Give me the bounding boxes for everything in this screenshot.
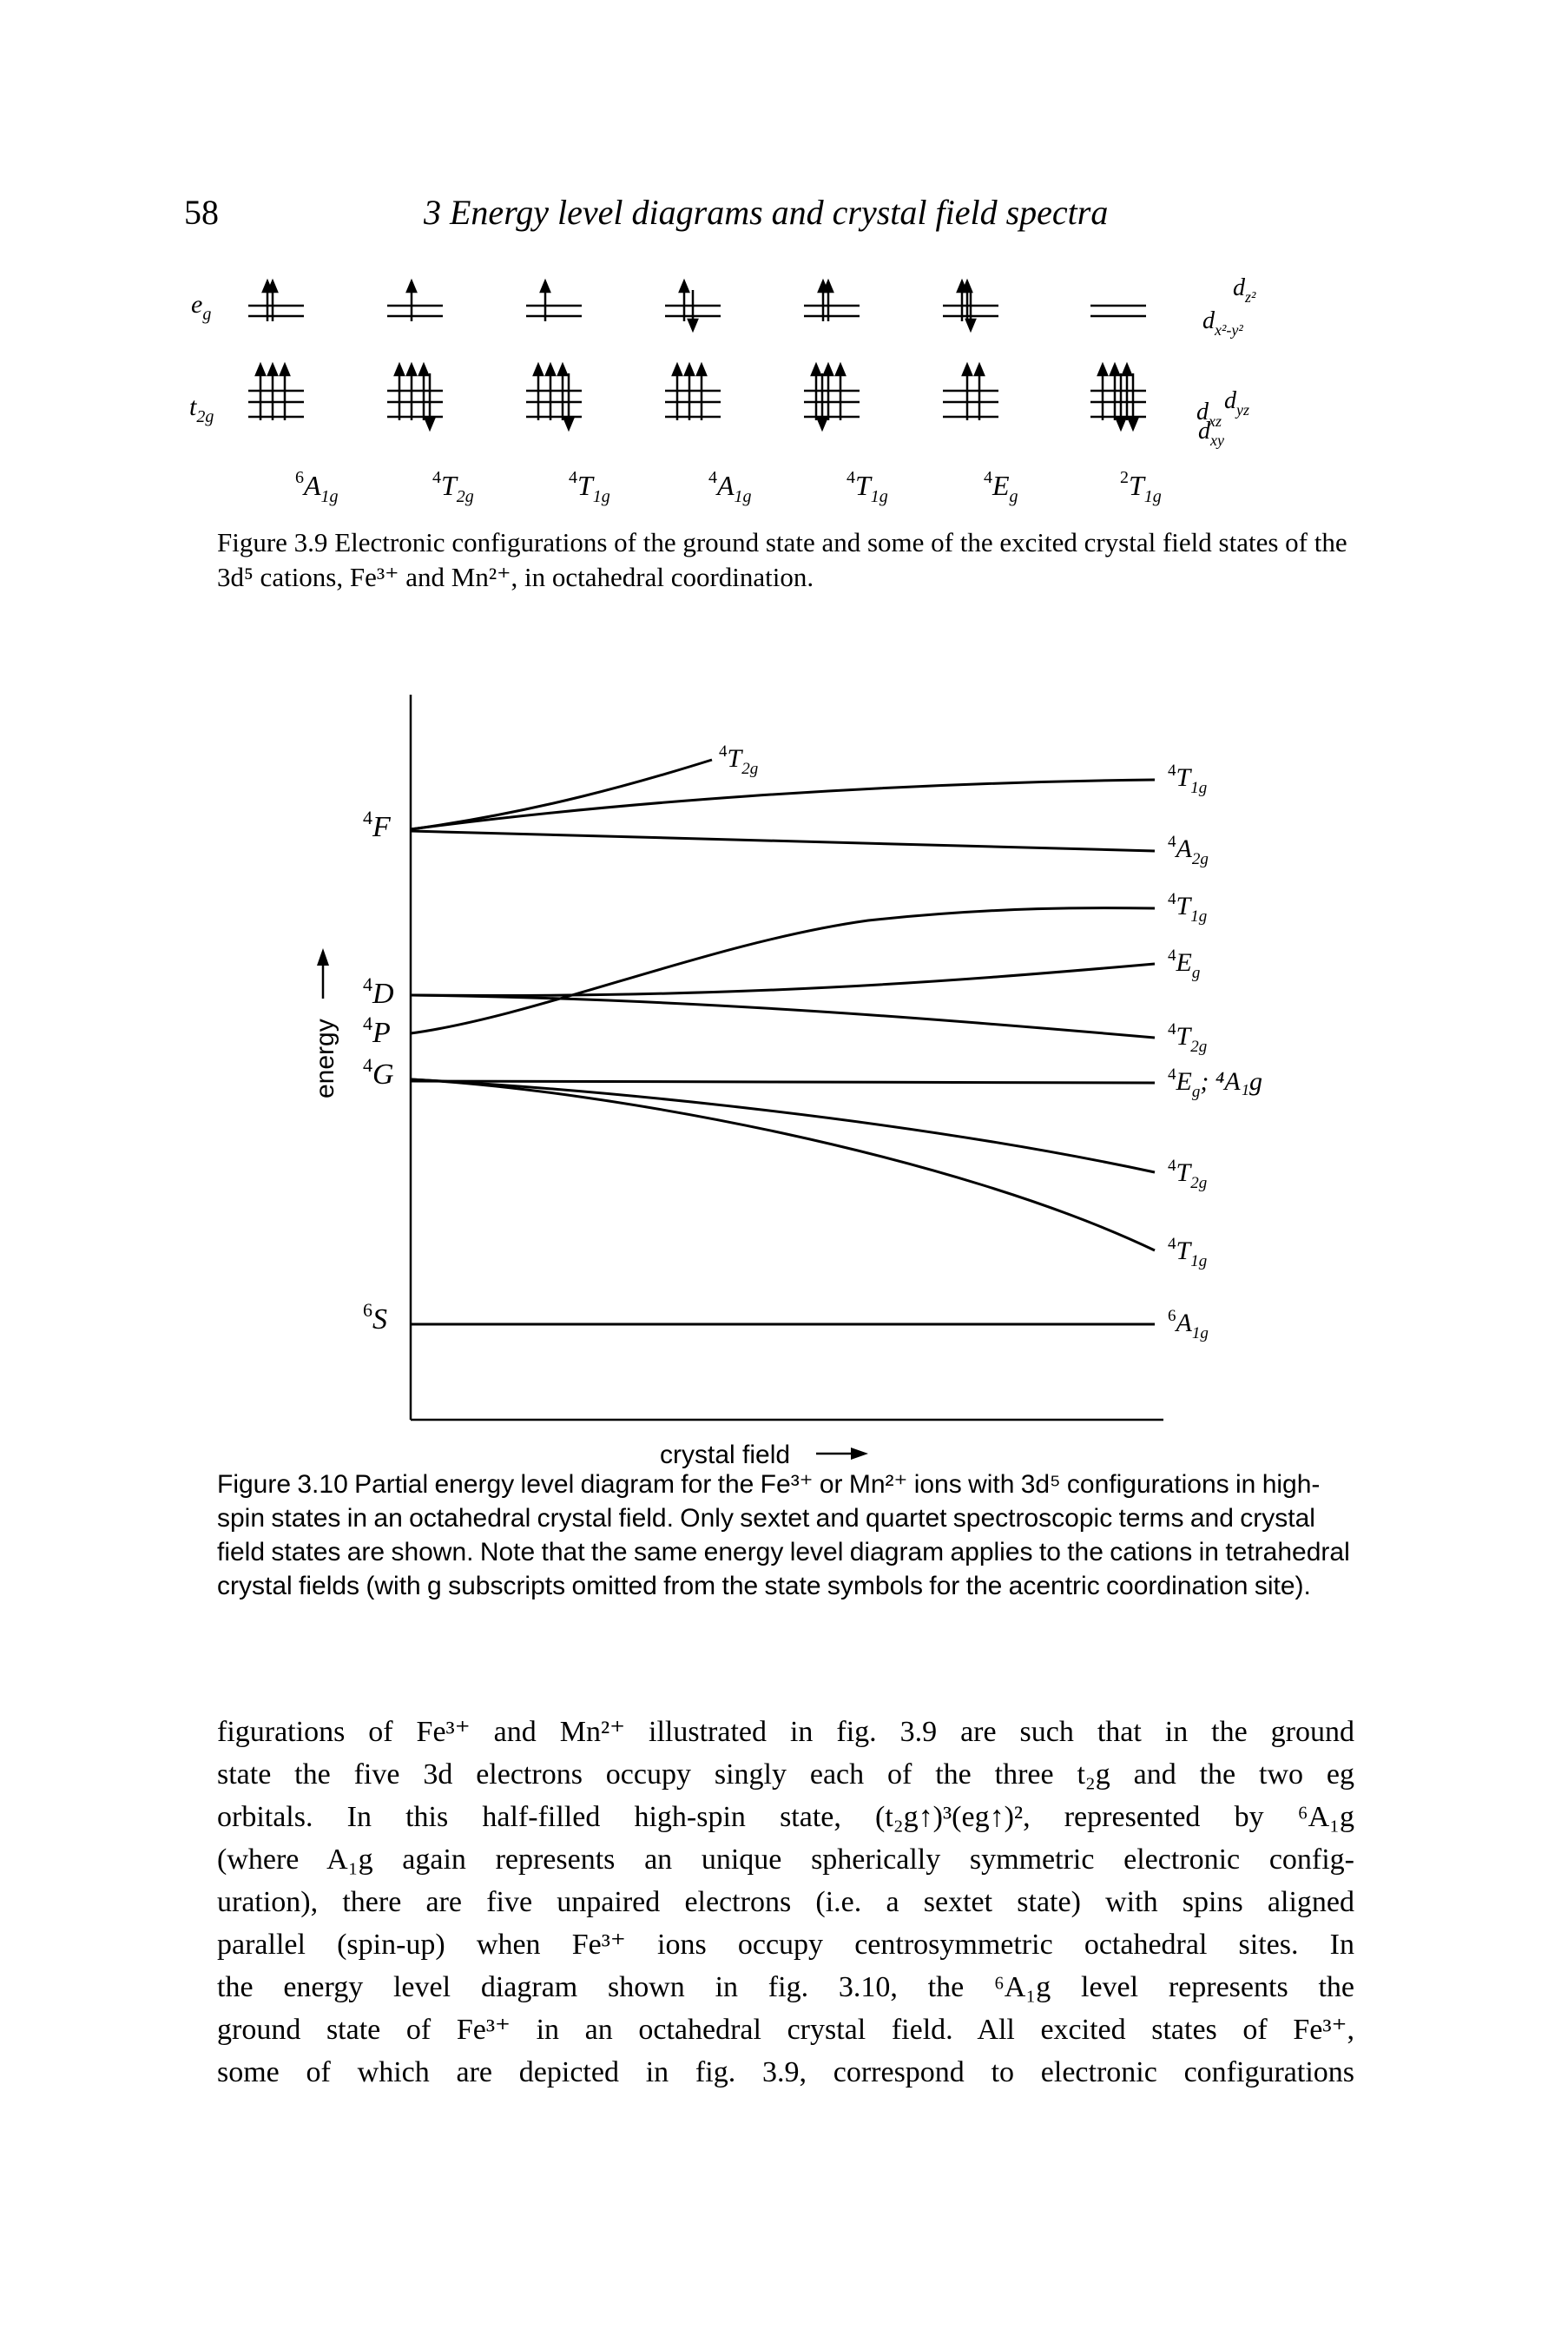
state-label: 4Eg <box>984 468 1018 506</box>
level-4T1g-F <box>410 778 1156 831</box>
electron-arrow-head <box>973 361 985 377</box>
figure-3-10-caption: Figure 3.10 Partial energy level diagram… <box>217 1468 1354 1603</box>
electron-arrow-head <box>1127 417 1139 432</box>
electron-arrow-head <box>965 318 977 333</box>
electron-arrow-head <box>822 278 834 294</box>
electron-arrow-head <box>563 417 575 432</box>
body-line: state the five 3d electrons occupy singl… <box>217 1758 1354 1791</box>
level-4T2g-G <box>410 1078 1156 1174</box>
body-line: uration), there are five unpaired electr… <box>217 1886 1354 1918</box>
level-4Eg-D <box>410 962 1156 998</box>
running-title: 3 Energy level diagrams and crystal fiel… <box>424 193 1109 232</box>
free-ion-term-label: 4F <box>363 807 392 843</box>
crystal-field-state-label: 4T2g <box>719 742 758 778</box>
state-label: 4A1g <box>708 468 752 506</box>
electron-arrow-head <box>834 361 847 377</box>
electron-arrow-head <box>678 278 690 294</box>
crystal-field-state-label: 4Eg; ⁴A₁g <box>1168 1065 1262 1101</box>
electron-arrow-head <box>695 361 708 377</box>
electron-arrow-head <box>557 361 569 377</box>
electron-arrow-head <box>1115 417 1127 432</box>
state-label: 6A1g <box>295 468 339 506</box>
free-ion-term-label: 6S <box>363 1299 387 1336</box>
crystal-field-state-label: 4T1g <box>1168 1235 1207 1270</box>
electron-arrow-head <box>1121 361 1133 377</box>
level-4T1g-G <box>410 1078 1156 1252</box>
electron-arrow-head <box>279 361 291 377</box>
crystal-field-state-label: 4A2g <box>1168 833 1209 868</box>
caption-text: Partial energy level diagram for the Fe³… <box>217 1470 1350 1600</box>
electron-arrow-head <box>687 318 699 333</box>
body-line: the energy level diagram shown in fig. 3… <box>217 1971 1354 2003</box>
crystal-field-state-label: 4T1g <box>1168 762 1207 797</box>
crystal-field-state-label: 4T2g <box>1168 1157 1207 1192</box>
body-line: some of which are depicted in fig. 3.9, … <box>217 2056 1354 2088</box>
crystal-field-state-label: 4T1g <box>1168 890 1207 926</box>
electron-arrow-head <box>961 278 973 294</box>
level-4T2g-D <box>410 993 1156 1039</box>
electron-arrow-head <box>532 361 544 377</box>
state-label: 4T1g <box>847 468 888 506</box>
crystal-field-state-label: 4T2g <box>1168 1020 1207 1056</box>
energy-arrow-head <box>317 948 329 966</box>
caption-label: Figure 3.9 <box>217 527 328 557</box>
level-4A2g <box>410 829 1156 853</box>
figure-3-9-caption: Figure 3.9 Electronic configurations of … <box>217 525 1354 595</box>
electron-arrow-head <box>405 361 418 377</box>
state-label: 2T1g <box>1120 468 1162 506</box>
page-number: 58 <box>184 193 219 232</box>
y-axis-label: energy <box>311 1019 339 1098</box>
caption-label: Figure 3.10 <box>217 1470 348 1499</box>
dxz-label: dxz <box>1196 399 1222 430</box>
dz2-label: dz² <box>1233 274 1256 306</box>
body-line: ground state of Fe³⁺ in an octahedral cr… <box>217 2014 1354 2046</box>
body-line: figurations of Fe³⁺ and Mn²⁺ illustrated… <box>217 1716 1354 1748</box>
t2g-row-label: t2g <box>189 392 214 426</box>
free-ion-term-label: 4D <box>363 973 394 1010</box>
electron-arrow-head <box>254 361 267 377</box>
electron-arrow-head <box>1097 361 1109 377</box>
figure-3-9-diagram: eg t2g dz² dx²-y² dyz dxz dxy 6A1g 4T2g 4T… <box>189 274 1256 506</box>
dyz-label: dyz <box>1224 387 1249 419</box>
electron-arrow-head <box>539 278 551 294</box>
dxy-label: dxy <box>1198 418 1224 449</box>
electron-arrow-head <box>1109 361 1121 377</box>
crystal-field-state-label: 6A1g <box>1168 1307 1209 1342</box>
state-label: 4T2g <box>432 468 474 506</box>
body-paragraph: figurations of Fe³⁺ and Mn²⁺ illustrated… <box>217 1711 1354 2094</box>
electron-arrow-head <box>816 417 828 432</box>
electron-arrow-head <box>822 361 834 377</box>
eg-row-label: eg <box>191 290 211 324</box>
state-label: 4T1g <box>569 468 610 506</box>
free-ion-term-label: 4G <box>363 1054 394 1091</box>
electron-arrow-head <box>405 278 418 294</box>
dx2y2-label: dx²-y² <box>1202 307 1243 339</box>
electron-arrow-head <box>267 278 279 294</box>
body-line: orbitals. In this half-filled high-spin … <box>217 1801 1354 1833</box>
crystal-field-state-label: 4Eg <box>1168 946 1200 982</box>
electron-arrow-head <box>393 361 405 377</box>
electron-arrow-head <box>544 361 557 377</box>
caption-text: Electronic configurations of the ground … <box>217 527 1347 592</box>
body-line: parallel (spin-up) when Fe³⁺ ions occupy… <box>217 1929 1354 1961</box>
electron-arrow-head <box>961 361 973 377</box>
level-4T1g-P <box>410 907 1156 1035</box>
electron-arrow-head <box>418 361 430 377</box>
x-axis-label: crystal field <box>660 1441 790 1469</box>
electron-arrow-head <box>267 361 279 377</box>
electron-arrow-head <box>683 361 695 377</box>
electron-arrow-head <box>810 361 822 377</box>
body-line: (where A₁g again represents an unique sp… <box>217 1843 1354 1876</box>
free-ion-term-label: 4P <box>363 1012 391 1049</box>
electron-arrow-head <box>671 361 683 377</box>
level-4T2g-F <box>410 758 713 831</box>
level-4Eg-4A1g <box>410 1079 1156 1085</box>
electron-arrow-head <box>424 417 436 432</box>
crystal-field-arrow-head <box>851 1448 868 1460</box>
